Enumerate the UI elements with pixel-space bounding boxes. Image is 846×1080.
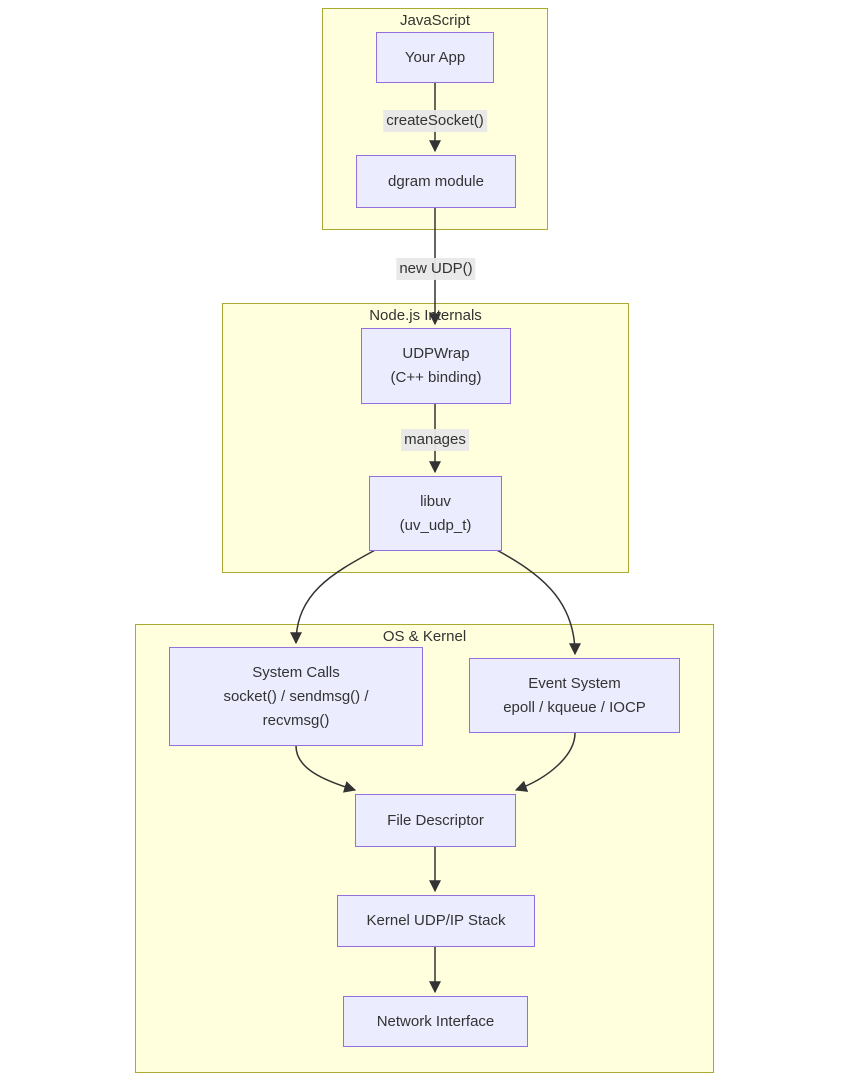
node-your-app-label: Your App (404, 48, 466, 66)
edge-label-manages: manages (401, 429, 469, 451)
node-network-interface-label: Network Interface (376, 1012, 495, 1030)
node-kernel-udp-ip-stack-label: Kernel UDP/IP Stack (366, 912, 506, 929)
node-file-descriptor-label: File Descriptor (387, 811, 484, 829)
container-os-kernel-title: OS & Kernel (382, 628, 467, 645)
node-event-system-label-line1: Event System (528, 674, 621, 692)
node-event-system: Event System epoll / kqueue / IOCP (469, 658, 680, 733)
node-system-calls: System Calls socket() / sendmsg() / recv… (169, 647, 423, 746)
node-file-descriptor: File Descriptor (355, 794, 516, 847)
node-dgram-module-label: dgram module (388, 172, 484, 190)
node-libuv: libuv (uv_udp_t) (369, 476, 502, 551)
node-network-interface: Network Interface (343, 996, 528, 1047)
container-node-internals-title: Node.js Internals (369, 307, 482, 324)
node-system-calls-label-line1: System Calls (252, 663, 340, 681)
node-system-calls-label-line2: socket() / sendmsg() / (223, 687, 369, 705)
node-your-app: Your App (376, 32, 494, 83)
node-libuv-label-line2: (uv_udp_t) (399, 516, 472, 534)
edge-label-new-udp: new UDP() (396, 258, 476, 280)
edge-label-create-socket: createSocket() (383, 110, 487, 132)
node-udpwrap: UDPWrap (C++ binding) (361, 328, 511, 404)
node-dgram-module: dgram module (356, 155, 516, 208)
container-javascript-title: JavaScript (399, 12, 471, 29)
node-system-calls-label-line3: recvmsg() (262, 711, 330, 729)
node-kernel-udp-ip-stack: Kernel UDP/IP Stack (337, 895, 535, 947)
node-udpwrap-label-line1: UDPWrap (402, 345, 470, 362)
node-libuv-label-line1: libuv (420, 492, 451, 510)
node-event-system-label-line2: epoll / kqueue / IOCP (503, 698, 646, 716)
node-udpwrap-label-line2: (C++ binding) (390, 369, 482, 386)
